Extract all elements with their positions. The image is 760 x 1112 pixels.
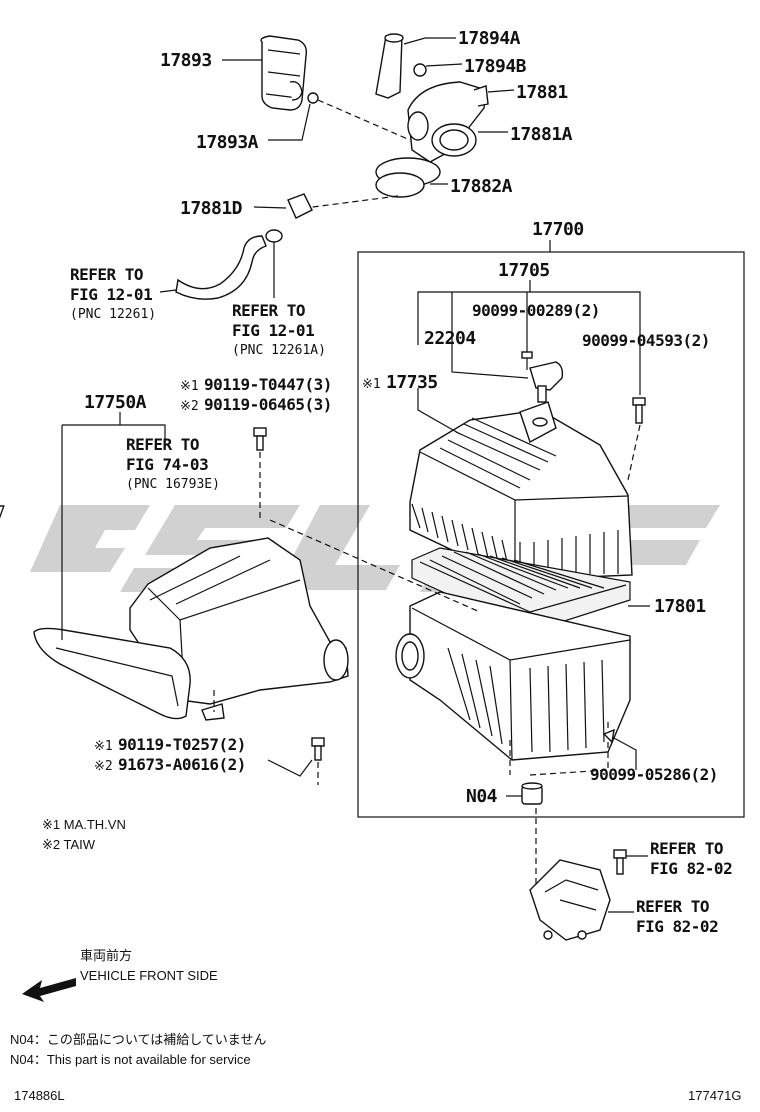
label-90119-T0447: 90119-T0447(3) (204, 375, 332, 394)
label-17881: 17881 (516, 82, 568, 103)
refer-4-line1: REFER TO (650, 839, 723, 858)
footnote-en: N04：This part is not available for servi… (10, 1052, 251, 1067)
label-22204: 22204 (424, 328, 476, 349)
refer-2-line2: FIG 12-01 (232, 321, 314, 340)
assembly-box-17700 (357, 251, 745, 818)
refer-2-line1: REFER TO (232, 301, 305, 320)
label-90119-06465: 90119-06465(3) (204, 395, 332, 414)
direction-jp: 車両前方 (80, 948, 132, 963)
label-90099-00289: 90099-00289(2) (472, 301, 600, 320)
bolt-bracket (613, 849, 627, 875)
direction-en: VEHICLE FRONT SIDE (80, 968, 218, 983)
part-22204-sensor (529, 361, 564, 403)
mark-90119-06465: ※2 (180, 399, 199, 414)
bolt-90119-T0257 (311, 737, 325, 761)
label-17894A: 17894A (458, 28, 521, 49)
label-17735: 17735 (386, 372, 438, 393)
mark-17735: ※1 (362, 377, 381, 392)
refer-1-line1: REFER TO (70, 265, 143, 284)
part-17801-filter-element (411, 547, 631, 633)
code-left: 174886L (14, 1088, 65, 1103)
legend-2: ※2 TAIW (42, 837, 96, 852)
bolt-90119-T0447 (253, 427, 267, 451)
label-17882A: 17882A (450, 176, 513, 197)
part-17881D-fitting (265, 193, 313, 243)
legend-1: ※1 MA.TH.VN (42, 817, 126, 832)
label-91673-A0616: 91673-A0616(2) (118, 755, 246, 774)
label-17881A: 17881A (510, 124, 573, 145)
bolt-90099-00289 (521, 351, 533, 370)
refer-1-line3: (PNC 12261) (70, 307, 156, 322)
refer-4-line2: FIG 82-02 (650, 859, 732, 878)
air-cleaner-case (395, 591, 631, 761)
label-90119-T0257: 90119-T0257(2) (118, 735, 246, 754)
part-17894A-hose (375, 33, 404, 99)
label-17750A: 17750A (84, 392, 147, 413)
footnote-jp: N04：この部品については補給していません (10, 1032, 266, 1047)
refer-5-line1: REFER TO (636, 897, 709, 916)
refer-3-line3: (PNC 16793E) (126, 477, 220, 492)
part-17893-resonator (260, 35, 308, 111)
refer-5-line2: FIG 82-02 (636, 917, 718, 936)
mounting-bracket (529, 859, 611, 941)
label-90099-04593: 90099-04593(2) (582, 331, 710, 350)
refer-3-line2: FIG 74-03 (126, 455, 208, 474)
mark-90119-T0447: ※1 (180, 379, 199, 394)
part-17750A-air-duct (33, 537, 349, 721)
bolt-90099-04593 (632, 397, 646, 424)
part-17882A-clamp (375, 157, 441, 198)
label-17700: 17700 (532, 219, 584, 240)
part-17881-intake-pipe (407, 81, 489, 163)
refer-1-line2: FIG 12-01 (70, 285, 152, 304)
label-17893A: 17893A (196, 132, 259, 153)
label-90099-05286: 90099-05286(2) (590, 765, 718, 784)
code-right: 177471G (688, 1088, 742, 1103)
label-17705: 17705 (498, 260, 550, 281)
label-N04: N04 (466, 786, 498, 807)
breather-hose (175, 235, 267, 300)
refer-2-line3: (PNC 12261A) (232, 343, 326, 358)
front-direction-arrow (22, 978, 76, 1002)
label-17881D: 17881D (180, 198, 243, 219)
part-N04-grommet (521, 782, 543, 805)
label-17894B: 17894B (464, 56, 527, 77)
mark-91673-A0616: ※2 (94, 759, 113, 774)
refer-3-line1: REFER TO (126, 435, 199, 454)
mark-90119-T0257: ※1 (94, 739, 113, 754)
label-17801: 17801 (654, 596, 706, 617)
label-17893: 17893 (160, 50, 212, 71)
